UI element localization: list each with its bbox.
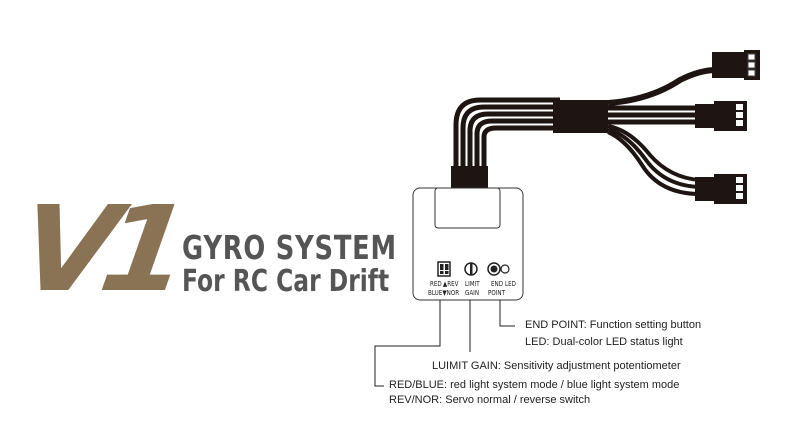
potentiometer-icon bbox=[464, 262, 478, 276]
label-point: POINT bbox=[488, 289, 506, 297]
callout-red-blue: RED/BLUE: red light system mode / blue l… bbox=[389, 379, 680, 391]
label-nor: NOR bbox=[446, 289, 460, 297]
leader-lines bbox=[374, 300, 515, 387]
wire-to-connector-3 bbox=[607, 124, 701, 196]
gyro-label-area bbox=[434, 187, 501, 229]
label-led: LED bbox=[505, 280, 516, 288]
label-red: RED ▲REV bbox=[430, 280, 458, 289]
v1-logo: V1 bbox=[11, 180, 185, 318]
end-point-button-icon bbox=[487, 262, 501, 276]
connector-1 bbox=[712, 50, 760, 80]
arrow-down-icon: ▼ bbox=[442, 289, 447, 297]
title-line-2: For RC Car Drift bbox=[182, 264, 390, 299]
splitter-block bbox=[553, 100, 608, 133]
led-icon bbox=[500, 264, 510, 274]
label-end: END bbox=[491, 280, 504, 288]
label-limit: LIMIT bbox=[465, 280, 480, 288]
wire-to-connector-2 bbox=[608, 105, 700, 125]
wire-to-connector-1 bbox=[607, 67, 717, 106]
arrow-up-icon: ▲ bbox=[442, 280, 448, 288]
connector-2 bbox=[695, 101, 747, 131]
wire-bundle bbox=[453, 97, 560, 168]
label-blue-text: BLUE bbox=[428, 289, 443, 297]
connector-3 bbox=[695, 174, 747, 204]
callout-limit-gain: LUIMIT GAIN: Sensitivity adjustment pote… bbox=[432, 360, 681, 372]
dip-switch-icon bbox=[437, 261, 451, 277]
cable-boot bbox=[451, 166, 488, 190]
label-rev: REV bbox=[447, 280, 459, 288]
callout-led: LED: Dual-color LED status light bbox=[525, 336, 683, 348]
label-gain: GAIN bbox=[465, 289, 480, 297]
title-line-1: GYRO SYSTEM bbox=[182, 228, 397, 267]
callout-rev-nor: REV/NOR: Servo normal / reverse switch bbox=[389, 394, 591, 406]
label-red-text: RED bbox=[430, 280, 442, 288]
callout-end-point: END POINT: Function setting button bbox=[525, 319, 702, 331]
label-blue: BLUE▼NOR bbox=[428, 289, 459, 298]
